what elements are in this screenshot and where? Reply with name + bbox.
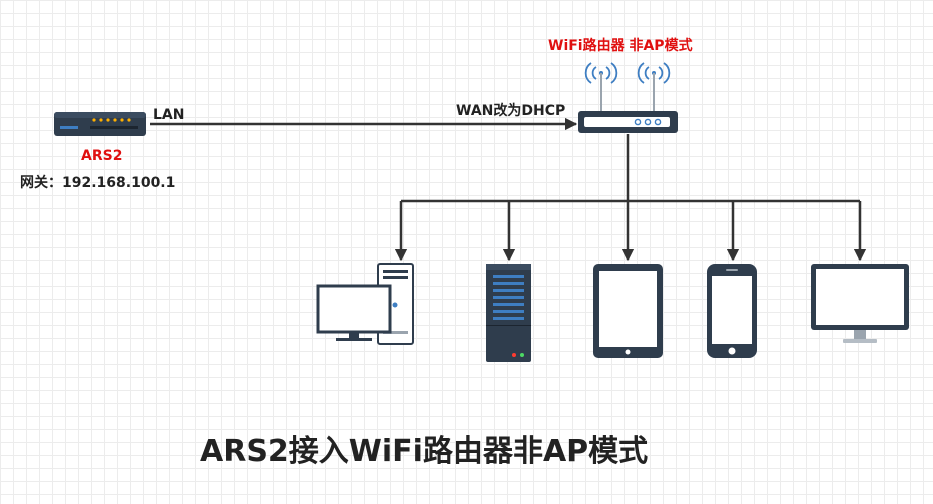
ars2-name-label: ARS2 bbox=[81, 148, 123, 164]
gateway-ip: 192.168.100.1 bbox=[62, 175, 176, 191]
tablet-icon bbox=[593, 264, 663, 358]
desktop-pc-icon bbox=[316, 263, 414, 345]
smartphone-icon bbox=[707, 264, 757, 358]
diagram-title: ARS2接入WiFi路由器非AP模式 bbox=[200, 434, 649, 469]
wan-port-label: WAN改为DHCP bbox=[456, 103, 566, 119]
router-name-label: WiFi路由器 非AP模式 bbox=[548, 38, 693, 54]
ars2-device-icon bbox=[54, 112, 146, 136]
ars2-gateway: 网关：192.168.100.1 bbox=[20, 176, 175, 190]
monitor-icon bbox=[811, 264, 909, 343]
wifi-router-icon bbox=[578, 62, 678, 133]
lan-port-label: LAN bbox=[153, 107, 185, 123]
server-icon bbox=[486, 264, 531, 362]
gateway-label: 网关： bbox=[20, 175, 62, 191]
